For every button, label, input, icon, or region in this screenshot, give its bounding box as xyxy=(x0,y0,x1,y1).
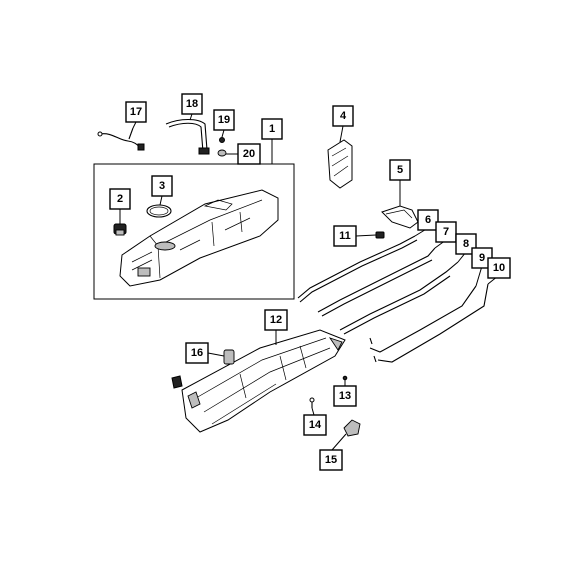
callout-20: 20 xyxy=(237,143,261,165)
part-14-bolt xyxy=(309,397,315,408)
part-17-wire-harness xyxy=(97,127,145,151)
part-18-tank-strap xyxy=(165,118,210,155)
callout-14: 14 xyxy=(303,414,327,436)
part-19-nut xyxy=(219,137,225,143)
part-20-clip xyxy=(217,149,227,157)
callout-15-label: 15 xyxy=(325,454,337,466)
callout-15: 15 xyxy=(319,449,343,471)
callout-20-label: 20 xyxy=(243,148,255,160)
callout-9: 9 xyxy=(471,247,493,269)
callout-17-label: 17 xyxy=(130,106,142,118)
callout-2: 2 xyxy=(109,188,131,210)
callout-6: 6 xyxy=(417,209,439,231)
part-8-vapor-line xyxy=(339,261,459,335)
callout-19: 19 xyxy=(213,109,235,131)
callout-11: 11 xyxy=(333,225,357,247)
callout-14-label: 14 xyxy=(309,419,322,431)
callout-5: 5 xyxy=(389,159,411,181)
callout-3: 3 xyxy=(151,175,173,197)
part-15-sensor xyxy=(343,419,361,437)
fuel-tank-assembly-frame xyxy=(93,163,295,300)
callout-10: 10 xyxy=(487,257,511,279)
callout-10-label: 10 xyxy=(493,262,505,274)
part-1-fuel-tank xyxy=(119,189,279,287)
part-10-vapor-line xyxy=(373,283,489,363)
part-13-fastener xyxy=(342,375,348,381)
part-3-lock-ring xyxy=(146,204,172,218)
callout-13-label: 13 xyxy=(339,390,351,402)
callout-11-label: 11 xyxy=(339,230,351,242)
part-16-bracket xyxy=(223,349,235,365)
callout-2-label: 2 xyxy=(117,193,123,205)
callout-8: 8 xyxy=(455,233,477,255)
part-7-fuel-line xyxy=(317,247,436,317)
part-2-valve xyxy=(113,223,127,236)
callout-12-label: 12 xyxy=(270,314,282,326)
part-5-filler-neck xyxy=(381,205,419,229)
part-9-vapor-line xyxy=(369,285,477,353)
part-6-fuel-line xyxy=(297,235,418,303)
callout-5-label: 5 xyxy=(397,164,403,176)
callout-7: 7 xyxy=(435,221,457,243)
skid-plate-clip xyxy=(171,375,183,389)
part-11-connector xyxy=(375,231,385,239)
callout-1: 1 xyxy=(261,118,283,140)
callout-6-label: 6 xyxy=(425,214,431,226)
callout-1-label: 1 xyxy=(269,123,275,135)
callout-4: 4 xyxy=(332,105,354,127)
callout-13: 13 xyxy=(333,385,357,407)
callout-8-label: 8 xyxy=(463,238,469,250)
callout-17: 17 xyxy=(125,101,147,123)
callout-19-label: 19 xyxy=(218,114,230,126)
callout-7-label: 7 xyxy=(443,226,449,238)
callout-16: 16 xyxy=(185,342,209,364)
callout-18-label: 18 xyxy=(186,98,198,110)
callout-4-label: 4 xyxy=(340,110,347,122)
callout-18: 18 xyxy=(181,93,203,115)
part-4-heat-shield xyxy=(327,139,353,189)
callout-12: 12 xyxy=(264,309,288,331)
callout-3-label: 3 xyxy=(159,180,165,192)
callout-9-label: 9 xyxy=(479,252,485,264)
callout-16-label: 16 xyxy=(191,347,203,359)
part-12-skid-plate xyxy=(181,329,346,433)
